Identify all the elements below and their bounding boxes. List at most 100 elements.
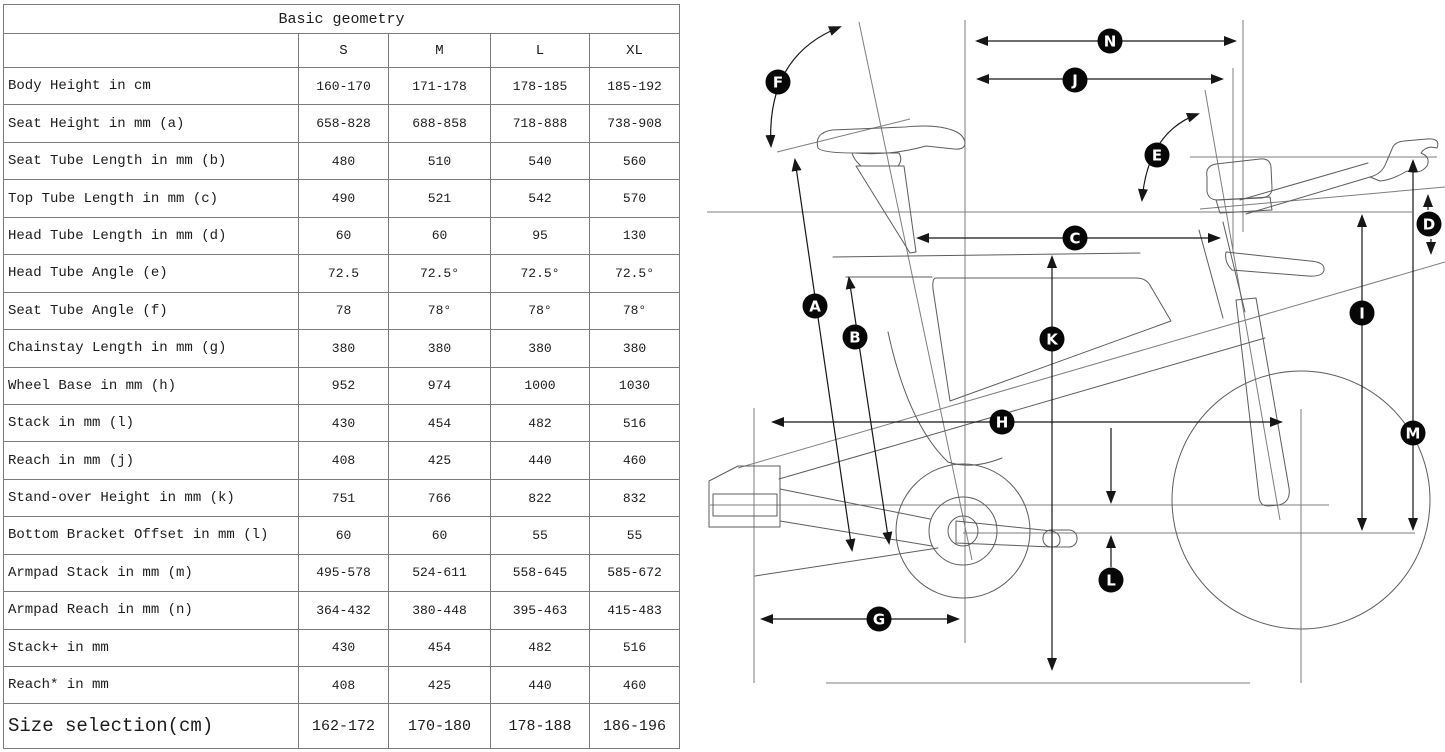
row-value: 60 [298,216,389,256]
row-value: 495-578 [298,553,389,593]
chainring [895,463,1031,599]
pedal [1042,529,1078,548]
row-value: 1000 [490,366,590,405]
row-label: Head Tube Length in mm (d) [3,216,299,256]
svg-text:L: L [1106,572,1116,590]
row-label: Reach in mm (j) [3,441,299,480]
row-value: 72.5 [298,254,389,293]
row-value: 832 [588,478,681,518]
row-value: 952 [298,366,389,405]
row-value: 558-645 [490,553,590,593]
row-label: Body Height in cm [3,66,299,106]
row-value: 380-448 [388,591,491,630]
row-value: 415-483 [588,591,681,630]
row-value: 364-432 [298,591,389,630]
table-title-row: Basic geometry [2,4,681,34]
diagram-label-j: J [1062,67,1088,93]
row-value: 766 [388,478,491,518]
row-value: 60 [388,216,491,256]
diagram-label-l: L [1098,567,1124,593]
svg-text:D: D [1423,216,1435,234]
row-value: 585-672 [588,553,681,593]
svg-text:C: C [1069,230,1080,248]
row-value: 380 [588,329,681,368]
row-value: 524-611 [388,553,491,593]
diagram-label-a: A [802,293,828,319]
seatpost [855,165,917,254]
diagram-label-d: D [1416,211,1442,237]
saddle [816,125,966,155]
row-label: Head Tube Angle (e) [3,254,299,293]
pad-bracket [1215,196,1273,214]
row-label: Reach* in mm [3,665,299,705]
front-wheel [1171,370,1431,630]
diagram-label-i: I [1349,300,1375,326]
row-value: 540 [490,141,590,181]
size-column-header-s: S [298,33,389,68]
row-value: 178-185 [490,66,590,106]
row-value: 482 [490,628,590,668]
svg-text:E: E [1152,147,1162,165]
row-value: 440 [490,665,590,705]
row-label: Seat Tube Angle (f) [3,291,299,331]
svg-text:H: H [996,414,1009,432]
row-value: 460 [588,665,681,705]
row-value: 95 [490,216,590,256]
row-value: 171-178 [388,66,491,106]
row-value: 170-180 [388,703,491,749]
row-value: 490 [298,179,389,218]
row-value: 130 [588,216,681,256]
row-value: 751 [298,478,389,518]
svg-text:I: I [1359,305,1365,323]
diagram-label-h: H [989,409,1015,435]
row-value: 185-192 [588,66,681,106]
row-value: 560 [588,141,681,181]
row-label: Seat Tube Length in mm (b) [3,141,299,181]
head-tube-rear [1198,229,1224,319]
row-label: Top Tube Length in mm (c) [3,179,299,218]
row-value: 658-828 [298,104,389,143]
row-value: 482 [490,403,590,443]
row-label: Chainstay Length in mm (g) [3,329,299,368]
row-value: 425 [388,665,491,705]
row-value: 60 [388,516,491,555]
fork [1235,297,1290,507]
seat-tube-curve [887,331,1003,466]
extension-bar-bottom [1245,176,1371,215]
diagram-label-b: B [842,324,868,350]
svg-text:K: K [1046,331,1059,349]
row-value: 440 [490,441,590,480]
frame-opening [932,277,1172,402]
svg-text:M: M [1406,425,1421,443]
row-value: 72.5° [490,254,590,293]
row-value: 688-858 [388,104,491,143]
diagram-label-g: G [866,606,892,632]
row-value: 72.5° [588,254,681,293]
row-value: 78 [298,291,389,331]
row-value: 430 [298,403,389,443]
seat-clamp [851,152,902,167]
construction-lines [707,20,1445,684]
top-tube [832,252,1141,258]
row-value: 454 [388,628,491,668]
row-label: Size selection(cm) [3,703,299,749]
row-value: 186-196 [588,703,681,749]
